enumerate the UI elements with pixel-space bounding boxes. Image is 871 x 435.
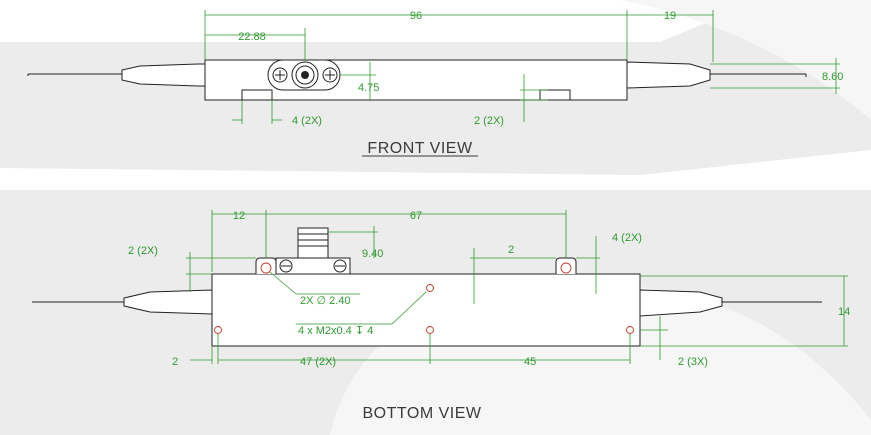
dim-tab-width-right: 4 (2X) (612, 232, 642, 244)
dim-tab-spacing: 67 (410, 210, 422, 222)
dim-connector-height: 4.75 (358, 82, 379, 94)
dim-connector-offset: 22.88 (238, 31, 266, 43)
dim-thread: 4 x M2x0.4 ↧ 4 (298, 325, 373, 337)
left-boot (121, 63, 206, 87)
bottom-body (211, 273, 641, 347)
bottom-tab-right (555, 257, 577, 274)
right-boot (626, 61, 711, 89)
thread-hole-2 (214, 326, 222, 334)
dim-tab-depth: 2 (508, 244, 514, 256)
dim-tab-offset: 12 (233, 210, 245, 222)
dim-height: 8.60 (822, 71, 843, 83)
dim-fiber-boot: 19 (664, 10, 676, 22)
bottom-view-title: BOTTOM VIEW (363, 405, 482, 422)
dim-connector-height-bottom: 9.40 (362, 248, 383, 260)
front-view-title: FRONT VIEW (367, 140, 473, 157)
bottom-view: 12 67 9.40 2 2 (2X) 4 (2X) 2X ∅ 2.40 4 x… (32, 210, 850, 422)
dim-tab-width: 4 (2X) (292, 115, 322, 127)
dim-hole-spacing-2: 45 (524, 356, 536, 368)
thread-hole-3 (426, 326, 434, 334)
bottom-tab-left (255, 257, 277, 274)
dim-length: 96 (410, 10, 422, 22)
thread-hole-4 (626, 326, 634, 334)
dim-width: 14 (838, 306, 850, 318)
front-tab-left (241, 89, 273, 101)
front-view: 96 19 22.88 8.60 4.75 4 (2X) 2 (2X) FRON… (27, 10, 843, 157)
dim-tab-depth-left: 2 (2X) (128, 245, 158, 257)
dim-hole-edge-3x: 2 (3X) (678, 356, 708, 368)
front-tab-right (539, 89, 571, 101)
dim-hole-spacing: 47 (2X) (300, 356, 336, 368)
bottom-connector-icon (297, 227, 329, 259)
dim-tab-height: 2 (2X) (474, 115, 504, 127)
dim-mount-hole: 2X ∅ 2.40 (300, 295, 351, 307)
dim-hole-edge: 2 (172, 356, 178, 368)
mount-hole-left (260, 262, 272, 274)
mount-hole-right (560, 262, 572, 274)
thread-hole-1 (426, 284, 434, 292)
